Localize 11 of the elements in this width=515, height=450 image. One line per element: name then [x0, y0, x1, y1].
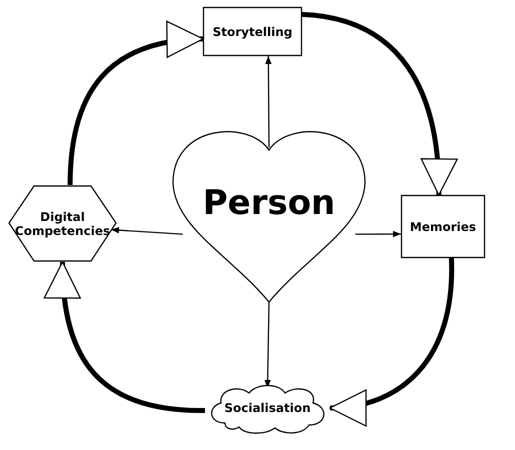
curved-block-arrow [302, 12, 457, 196]
arrow [355, 230, 401, 238]
node-label: Digital Competencies [14, 210, 112, 238]
node-label: Storytelling [212, 24, 292, 38]
curved-block-arrow [329, 258, 454, 424]
node-label: Memories [410, 220, 476, 234]
curved-block-arrow [44, 261, 206, 413]
node-label: Socialisation [224, 401, 311, 415]
curved-block-arrow [68, 22, 204, 186]
heart-label: Person [202, 182, 336, 222]
arrow [110, 226, 183, 235]
